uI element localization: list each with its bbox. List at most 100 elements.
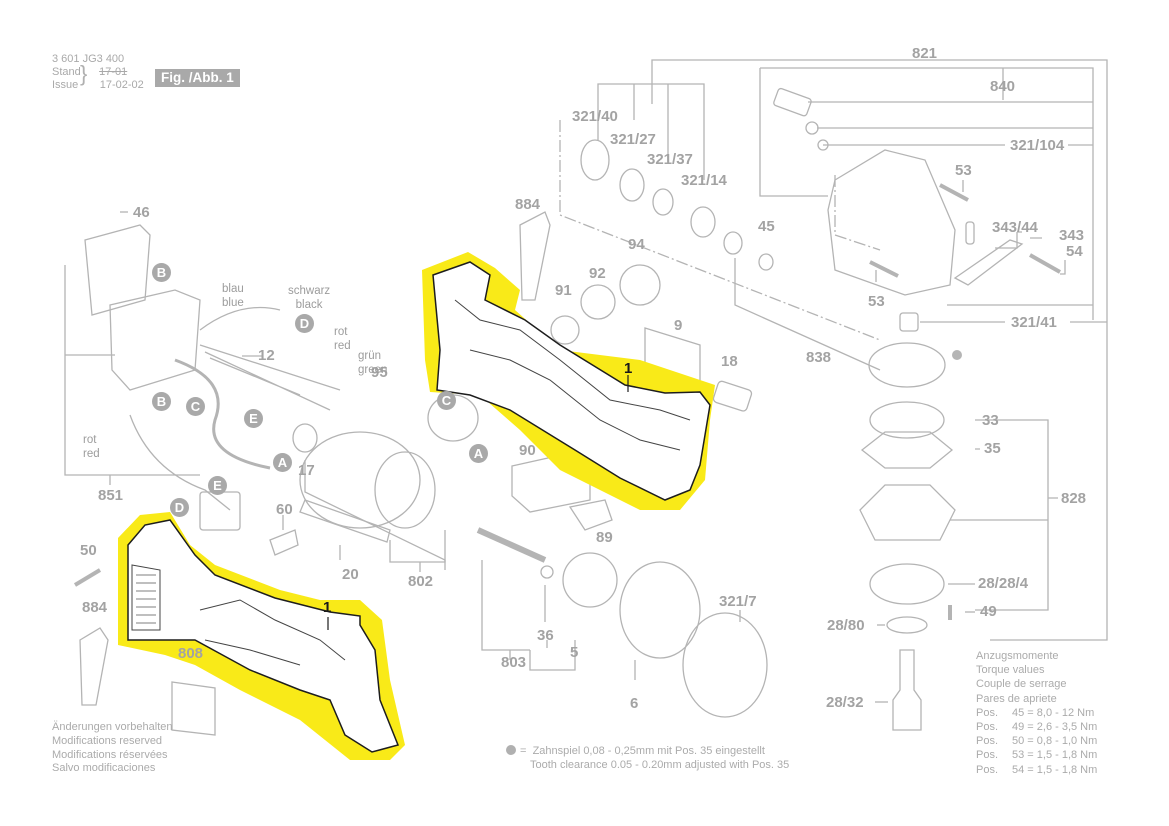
washer-321-27 <box>619 168 645 202</box>
part-label-9: 9 <box>674 317 683 334</box>
torque-row: Pos.49 = 2,6 - 3,5 Nm <box>976 721 1098 734</box>
assembly-line-dashed <box>559 120 881 341</box>
switch-module <box>84 224 201 391</box>
bracket-821 <box>651 59 1108 641</box>
part-label-49: 49 <box>980 603 997 620</box>
part-label-45: 45 <box>758 218 775 235</box>
connector-marker-e: E <box>244 409 263 428</box>
torque-row: Pos.53 = 1,5 - 1,8 Nm <box>976 749 1098 762</box>
screw-53b <box>869 260 899 278</box>
part-label-321-14: 321/14 <box>681 172 727 189</box>
issue-label: Issue <box>52 79 79 92</box>
connector-marker-d: D <box>170 498 189 517</box>
leader-54 <box>1060 260 1066 275</box>
part-label-12: 12 <box>258 347 275 364</box>
torque-title: Anzugsmomente <box>976 650 1059 662</box>
part-label-321-41: 321/41 <box>1011 314 1057 331</box>
stand-label: Stand <box>52 66 81 79</box>
bevel-gear <box>868 342 946 388</box>
torque-title: Couple de serrage <box>976 678 1067 691</box>
part-label-321-104: 321/104 <box>1010 137 1065 154</box>
wire-red <box>129 414 231 511</box>
bracket-321-group <box>597 83 705 180</box>
part-label-321-37: 321/37 <box>647 151 693 168</box>
part-label-321-27: 321/27 <box>610 131 656 148</box>
bracket-802 <box>389 530 446 572</box>
dot-marker-icon <box>506 745 516 755</box>
part-label-89: 89 <box>596 529 613 546</box>
part-label-343-44: 343/44 <box>992 219 1038 236</box>
clip-321-40 <box>580 139 610 181</box>
part-label-95: 95 <box>371 364 388 381</box>
part-label-53: 53 <box>868 293 885 310</box>
part-label-851: 851 <box>98 487 124 504</box>
bushing-321-41 <box>899 312 919 332</box>
oring-28-28-4 <box>869 563 945 605</box>
part-label-35: 35 <box>984 440 1001 457</box>
housing-half-bottom <box>127 519 400 753</box>
part-94 <box>619 264 661 306</box>
part-label-53: 53 <box>955 162 972 179</box>
part-label-884: 884 <box>515 196 541 213</box>
bracket-840 <box>759 67 1094 320</box>
wire-blue <box>199 306 281 331</box>
part-label-92: 92 <box>589 265 606 282</box>
oring-321-104 <box>817 139 829 151</box>
part-92 <box>580 284 616 320</box>
ring-17 <box>292 423 318 453</box>
wire-bundle <box>199 344 341 411</box>
part-label-94: 94 <box>628 236 645 253</box>
modifications-note: Änderungen vorbehalten Modifications res… <box>52 721 173 775</box>
part-label-60: 60 <box>276 501 293 518</box>
part-label-5: 5 <box>570 644 579 661</box>
connector-marker-c: C <box>186 397 205 416</box>
flange <box>859 484 956 541</box>
old-date: 17-01 <box>99 66 128 79</box>
pinion <box>723 231 743 255</box>
torque-row: Pos.50 = 0,8 - 1,0 Nm <box>976 735 1098 748</box>
part-label-802: 802 <box>408 573 434 590</box>
screw-53a <box>939 183 969 202</box>
part-label-808: 808 <box>178 645 204 662</box>
spindle-28-32 <box>892 649 922 731</box>
connector-marker-c: C <box>437 391 456 410</box>
ribbon-cable <box>174 358 271 470</box>
bracket-828 <box>950 419 1058 611</box>
part-label-1-housing-half: 1 <box>624 360 633 377</box>
part-label-840: 840 <box>990 78 1016 95</box>
part-label-54: 54 <box>1066 243 1083 260</box>
part-label-28-28-4: 28/28/4 <box>978 575 1029 592</box>
part-label-821: 821 <box>912 45 938 62</box>
part-number: 3 601 JG3 400 <box>52 53 125 65</box>
oring-33 <box>869 401 945 439</box>
part-91 <box>550 315 580 345</box>
spring-343-44 <box>965 221 975 245</box>
grille-884-top <box>519 211 551 301</box>
part-label-28-32: 28/32 <box>826 694 864 711</box>
lever-343 <box>953 239 1024 286</box>
washer-36 <box>540 565 554 579</box>
part-label-91: 91 <box>555 282 572 299</box>
issue-date: 17-02-02 <box>99 79 144 92</box>
connector-marker-d: D <box>295 314 314 333</box>
lock-button <box>773 87 812 117</box>
part-label-17: 17 <box>298 462 315 479</box>
document-header: 3 601 JG3 400 Stand 17-01 Issue 17-02-02 <box>52 53 144 93</box>
guard-321-7 <box>682 612 768 718</box>
part-18 <box>712 380 753 412</box>
guard-6 <box>619 561 701 659</box>
part-label-50: 50 <box>80 542 97 559</box>
part-60 <box>269 529 299 556</box>
bearing-321-37 <box>652 188 674 216</box>
nut-45 <box>758 253 774 271</box>
part-label-803: 803 <box>501 654 527 671</box>
brace-icon: } <box>80 61 88 86</box>
housing-half-bottom-grille <box>131 564 346 666</box>
clip-89 <box>568 499 613 531</box>
torque-values-table: Anzugsmomente Torque values Couple de se… <box>976 649 1097 777</box>
motor-end <box>374 451 436 529</box>
wrench-20 <box>299 499 391 543</box>
